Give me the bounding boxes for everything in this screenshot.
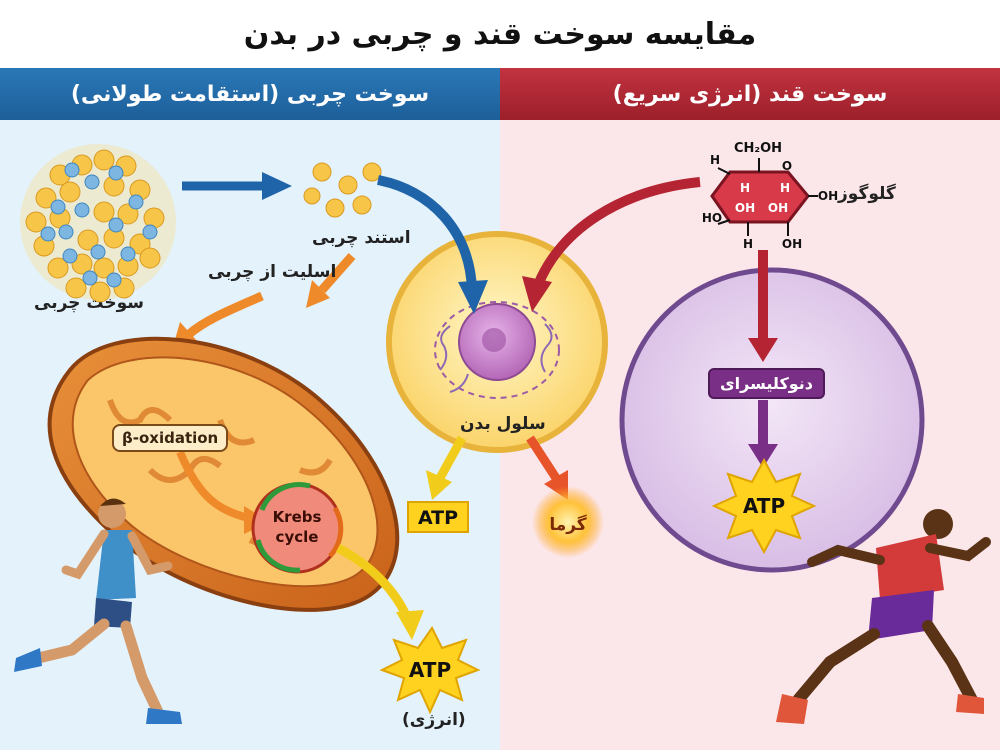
acyl-arrow <box>318 253 356 293</box>
atp-box-cell <box>407 501 469 533</box>
endurance-runner-illustration <box>14 498 182 724</box>
glucose-oh-ring-2: OH <box>768 201 788 215</box>
fat-acetone-label: استند چربی <box>312 228 411 248</box>
glucose-ch2oh: CH₂OH <box>734 141 782 156</box>
sprinter-illustration <box>776 509 991 724</box>
krebs-to-atp-arrowhead <box>396 610 424 640</box>
atp-star-glycolysis: ATP <box>711 457 817 555</box>
glycolysis-label: دنوکلیسرای <box>708 368 825 399</box>
glucose-h-2: H <box>740 181 750 195</box>
fat-to-fatty-acid-arrowhead <box>262 172 292 200</box>
glucose-oh-bottom: OH <box>782 237 802 251</box>
glucose-ho-left: HO <box>702 211 722 225</box>
fat-droplet-cluster <box>20 144 176 303</box>
glucose-ring-oxygen: O <box>782 159 792 173</box>
atp-label-cell: ATP <box>418 507 458 529</box>
glucose-to-cell-arrow <box>533 177 701 287</box>
krebs-cycle: Krebs cycle <box>251 482 344 574</box>
krebs-label-line1: Krebs <box>273 508 322 526</box>
fatty-acid-dots <box>303 162 382 218</box>
fat-panel-header: سوخت چربی (استقامت طولانی) <box>0 68 500 120</box>
glucose-h-bottom: H <box>743 237 753 251</box>
glucose-to-glycolysis-arrowhead <box>748 338 778 362</box>
glucose-h-1: H <box>710 153 720 167</box>
fat-acyl-label: اسلیت از چربی <box>208 262 337 282</box>
atp-star-energy: ATP <box>379 626 481 715</box>
glucose-h-3: H <box>780 181 790 195</box>
glucose-label: گلوگوز <box>838 184 896 204</box>
sugar-panel-header: سوخت قند (انرژی سریع) <box>500 68 1000 120</box>
atp-label-energy: ATP <box>409 658 451 682</box>
beta-to-krebs-arrow <box>176 450 250 522</box>
beta-oxidation-label: β-oxidation <box>112 424 229 452</box>
glycolysis-to-atp-arrowhead <box>748 444 778 468</box>
glucose-molecule: CH₂OH O H H H OH OH HO OH H OH <box>702 141 838 251</box>
fat-to-cell-arrow <box>376 175 477 291</box>
glucose-oh-right: OH <box>818 189 838 203</box>
krebs-label-line2: cycle <box>276 528 319 546</box>
heat-label: گرما <box>549 514 586 535</box>
body-cell <box>386 231 608 453</box>
cell-to-atp-arrow <box>436 435 466 481</box>
to-mito-arrow <box>185 291 264 339</box>
page-title: مقایسه سوخت قند و چربی در بدن <box>243 16 757 52</box>
fat-fuel-label: سوخت چربی <box>34 293 144 313</box>
glucose-to-cell-arrowhead <box>522 276 552 312</box>
body-cell-label: سلول بدن <box>460 414 546 434</box>
fat-to-cell-arrowhead <box>458 280 488 314</box>
atp-label-glycolysis: ATP <box>743 494 785 518</box>
heat-glow <box>532 486 604 558</box>
energy-label: (انرژی) <box>402 710 466 730</box>
glycolysis-cell <box>619 267 925 573</box>
acyl-arrowhead <box>306 280 330 308</box>
glucose-oh-ring-1: OH <box>735 201 755 215</box>
cell-to-heat-arrow <box>526 435 560 481</box>
cell-to-atp-arrowhead <box>426 470 452 500</box>
